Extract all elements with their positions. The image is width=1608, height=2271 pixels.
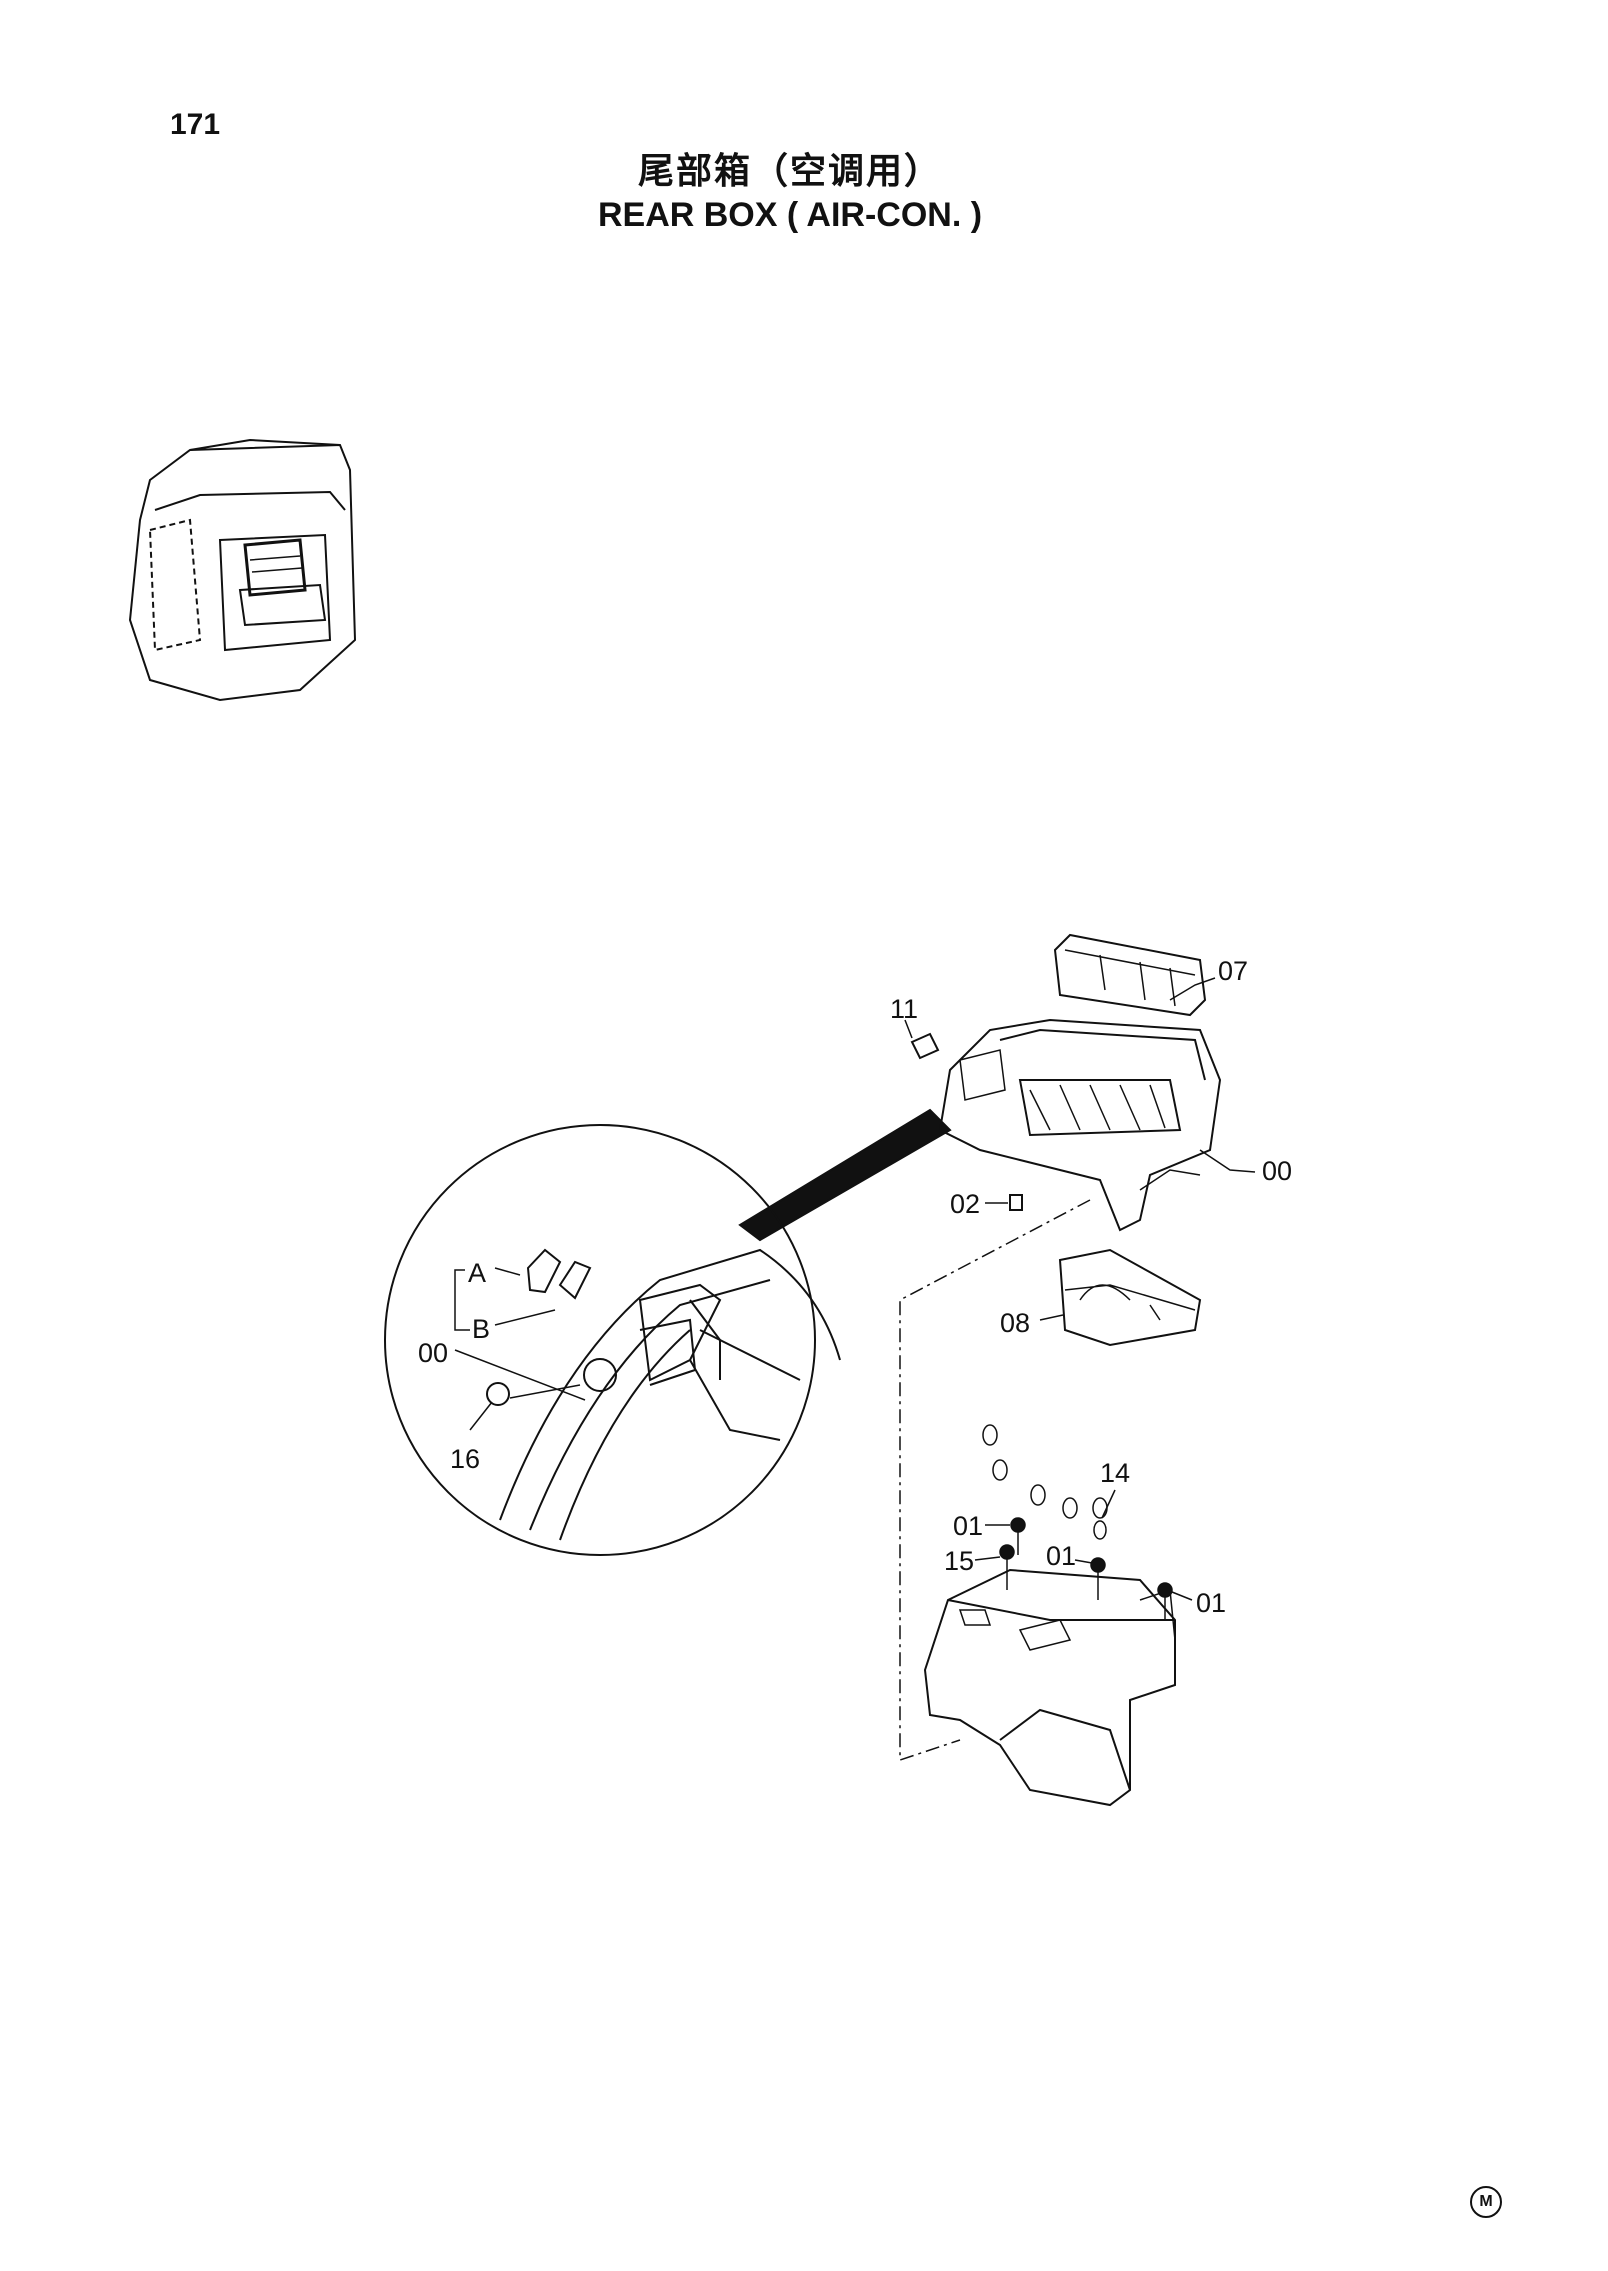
title-english: REAR BOX ( AIR-CON. ) bbox=[597, 196, 983, 234]
detail-view bbox=[384, 1124, 841, 1556]
part-08-shape bbox=[1058, 1248, 1202, 1347]
callout-15: 15 bbox=[944, 1546, 974, 1576]
trademark-mark: M bbox=[1470, 2186, 1502, 2218]
callout-01-left: 01 bbox=[953, 1511, 983, 1541]
callout-07: 07 bbox=[1218, 956, 1248, 986]
title-chinese: 尾部箱（空调用） bbox=[637, 151, 942, 192]
detail-callout-pointer bbox=[738, 1108, 952, 1242]
part-11-shape bbox=[910, 1032, 940, 1060]
callout-14: 14 bbox=[1100, 1458, 1130, 1488]
base-frame-assembly bbox=[923, 1568, 1176, 1807]
callout-00-rear-box: 00 bbox=[1262, 1156, 1292, 1186]
callout-a: A bbox=[468, 1258, 486, 1288]
part-07-shape bbox=[1053, 933, 1207, 1017]
callout-11: 11 bbox=[890, 994, 918, 1024]
callout-02: 02 bbox=[950, 1189, 980, 1219]
part-02-shape bbox=[1009, 1194, 1023, 1211]
callout-b: B bbox=[472, 1314, 490, 1344]
callout-01-right: 01 bbox=[1196, 1588, 1226, 1618]
cab-overview-figure bbox=[128, 438, 357, 702]
assembly-locator-line bbox=[899, 1199, 1091, 1762]
callout-01-middle: 01 bbox=[1046, 1541, 1076, 1571]
fasteners bbox=[974, 1424, 1193, 1620]
rear-box-assembly bbox=[904, 933, 1256, 1347]
callout-00-detail: 00 bbox=[418, 1338, 448, 1368]
callout-08: 08 bbox=[1000, 1308, 1030, 1338]
page-number: 171 bbox=[170, 108, 221, 141]
callout-16: 16 bbox=[450, 1444, 480, 1474]
